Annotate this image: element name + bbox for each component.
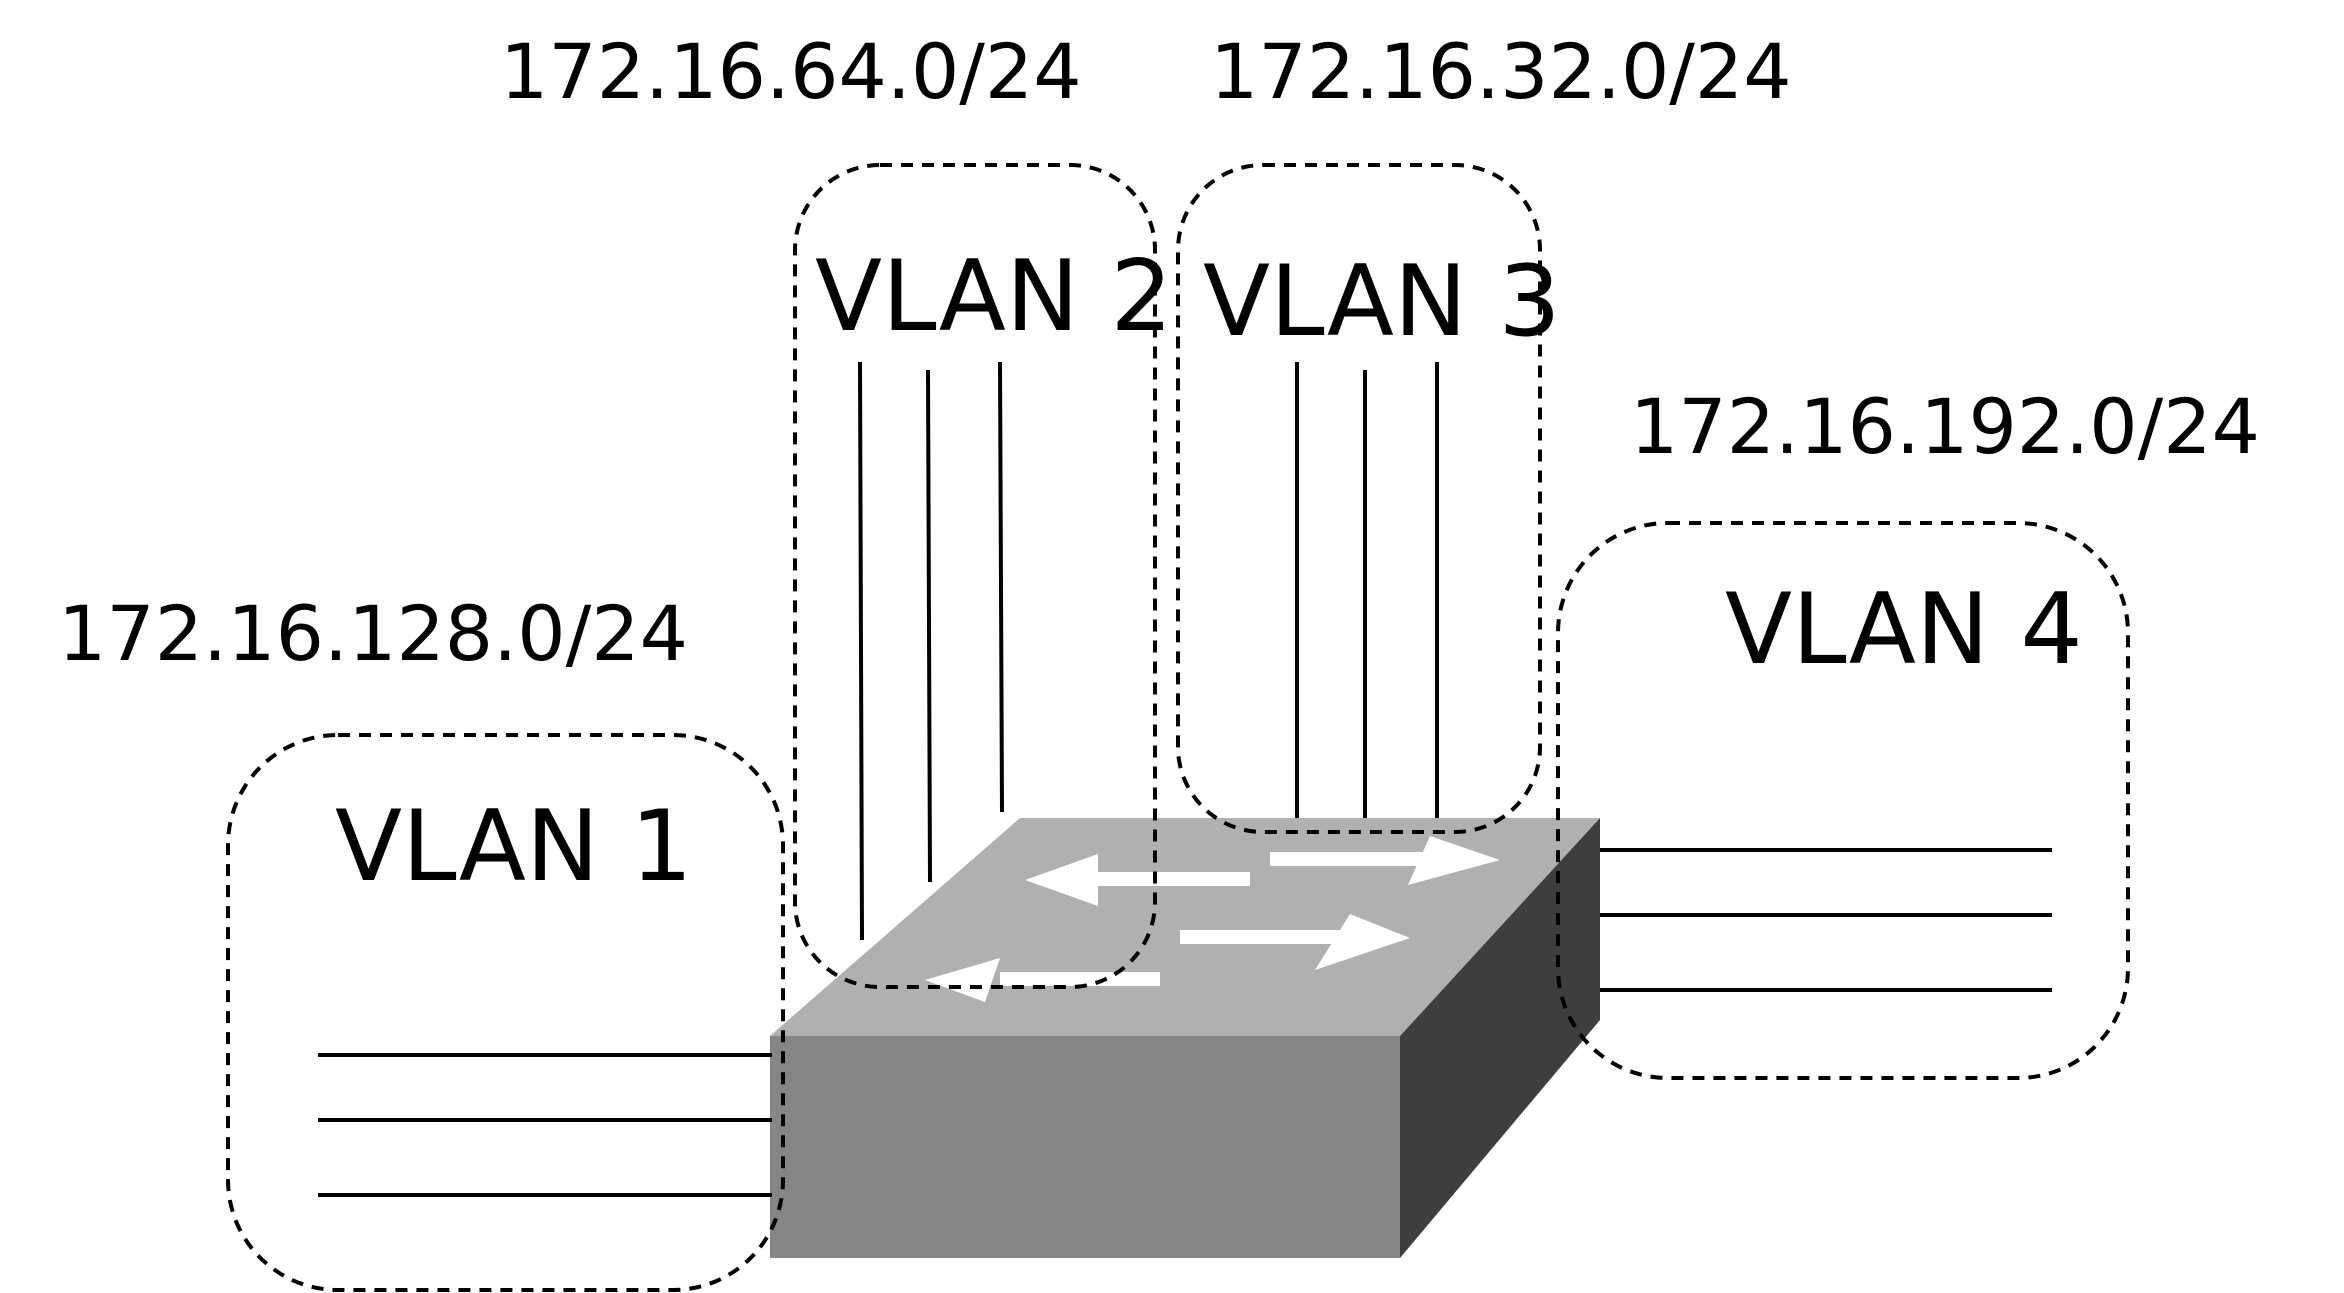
arrow-right-middle-icon (1180, 914, 1410, 970)
arrow-left-top-icon (1025, 854, 1250, 906)
vlan4-wires (1600, 848, 2052, 992)
vlan3-label: VLAN 3 (1203, 245, 1561, 359)
vlan3-wires (1295, 362, 1439, 818)
vlan3-zone (1176, 163, 1542, 834)
vlan2-wires (858, 361, 1004, 941)
arrow-right-top-icon (1270, 836, 1500, 885)
vlan1-label: VLAN 1 (335, 790, 693, 904)
vlan4-subnet-label: 172.16.192.0/24 (1630, 382, 2260, 471)
vlan2-zone (793, 163, 1157, 989)
vlan3-subnet-label: 172.16.32.0/24 (1210, 27, 1792, 116)
switch-icon (770, 818, 1600, 1258)
vlan1-subnet-label: 172.16.128.0/24 (58, 589, 688, 678)
vlan2-subnet-label: 172.16.64.0/24 (500, 27, 1082, 116)
switch-front-face (770, 1036, 1400, 1258)
vlan2-label: VLAN 2 (815, 240, 1173, 354)
vlan1-zone (226, 733, 785, 1292)
vlan4-zone (1556, 521, 2130, 1080)
vlan4-label: VLAN 4 (1725, 573, 2083, 687)
switch-side-face (1400, 818, 1600, 1258)
vlan1-wires (318, 1053, 772, 1197)
arrow-left-bottom-icon (925, 958, 1160, 1002)
